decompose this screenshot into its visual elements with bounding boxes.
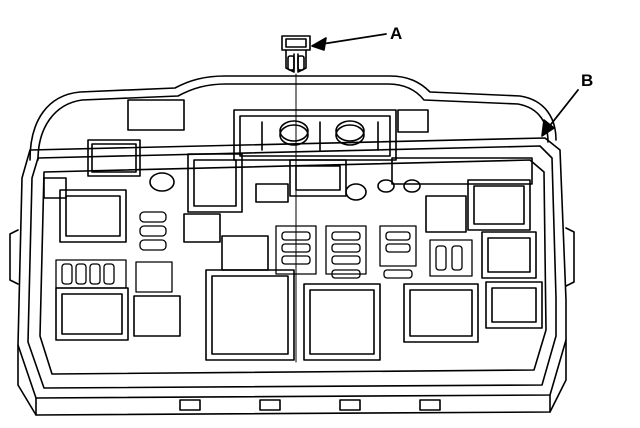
fuse-a [282,36,310,72]
main-fuse-block [128,100,428,160]
relay-group-center [184,154,366,270]
leader-arrow-b [542,90,578,136]
fuse-relay-box-housing [10,76,574,415]
relay-group-lower [56,270,542,360]
callout-b: B [581,71,593,90]
callout-a: A [390,24,402,43]
leader-arrow-a [312,34,386,50]
relay-group-right [378,158,536,278]
fuse-slot-grid [56,212,472,292]
relay-group-left-upper [44,140,174,242]
